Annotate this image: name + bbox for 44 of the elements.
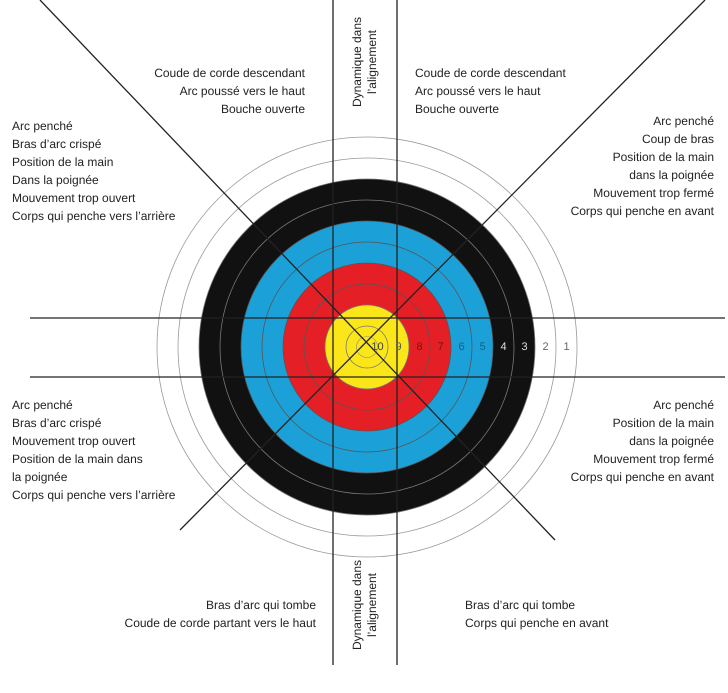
fault-text: Corps qui penche vers l’arrière bbox=[12, 488, 176, 503]
fault-text: Bouche ouverte bbox=[220, 102, 305, 117]
fault-text: Arc penché bbox=[653, 114, 714, 129]
ring-score-number: 7 bbox=[436, 341, 445, 353]
fault-text: Arc penché bbox=[12, 119, 73, 134]
fault-text: Position de la main bbox=[612, 416, 714, 431]
fault-text: dans la poignée bbox=[629, 168, 714, 183]
ring-score-number: 1 bbox=[562, 341, 571, 353]
alignment-label: Dynamique dans l’alignement bbox=[350, 16, 380, 110]
fault-text: Arc poussé vers le haut bbox=[180, 84, 305, 99]
fault-text: Mouvement trop fermé bbox=[593, 186, 714, 201]
fault-text: Bras d’arc qui tombe bbox=[206, 598, 316, 613]
ring-score-number: 6 bbox=[457, 341, 466, 353]
fault-text: dans la poignée bbox=[629, 434, 714, 449]
fault-text: Position de la main dans bbox=[12, 452, 143, 467]
ring-score-number: 3 bbox=[520, 341, 529, 353]
fault-text: Mouvement trop ouvert bbox=[12, 191, 136, 206]
fault-text: Arc penché bbox=[653, 398, 714, 413]
fault-text: Position de la main bbox=[12, 155, 114, 170]
fault-text: Bras d’arc crispé bbox=[12, 416, 102, 431]
fault-text: la poignée bbox=[12, 470, 68, 485]
fault-text: Bras d’arc qui tombe bbox=[465, 598, 576, 613]
ring-score-number: 5 bbox=[478, 341, 487, 353]
fault-text: Coup de bras bbox=[642, 132, 714, 147]
alignment-label: Dynamique dans l’alignement bbox=[350, 558, 380, 652]
fault-text: Corps qui penche vers l’arrière bbox=[12, 209, 176, 224]
ring-score-number: 10 bbox=[370, 341, 384, 353]
fault-text: Dans la poignée bbox=[12, 173, 99, 188]
fault-text: Bouche ouverte bbox=[415, 102, 500, 117]
fault-text: Corps qui penche en avant bbox=[465, 616, 608, 631]
fault-text: Mouvement trop fermé bbox=[593, 452, 714, 467]
fault-text: Arc poussé vers le haut bbox=[415, 84, 540, 99]
fault-text: Bras d’arc crispé bbox=[12, 137, 102, 152]
fault-text: Position de la main bbox=[612, 150, 714, 165]
fault-text: Corps qui penche en avant bbox=[570, 470, 714, 485]
fault-text: Mouvement trop ouvert bbox=[12, 434, 136, 449]
ring-score-number: 8 bbox=[415, 341, 424, 353]
fault-text: Coude de corde descendant bbox=[154, 66, 305, 81]
ring-score-number: 4 bbox=[499, 341, 508, 353]
fault-text: Coude de corde partant vers le haut bbox=[124, 616, 316, 631]
fault-text: Coude de corde descendant bbox=[415, 66, 566, 81]
fault-text: Arc penché bbox=[12, 398, 73, 413]
ring-score-number: 2 bbox=[541, 341, 550, 353]
fault-text: Corps qui penche en avant bbox=[570, 204, 714, 219]
